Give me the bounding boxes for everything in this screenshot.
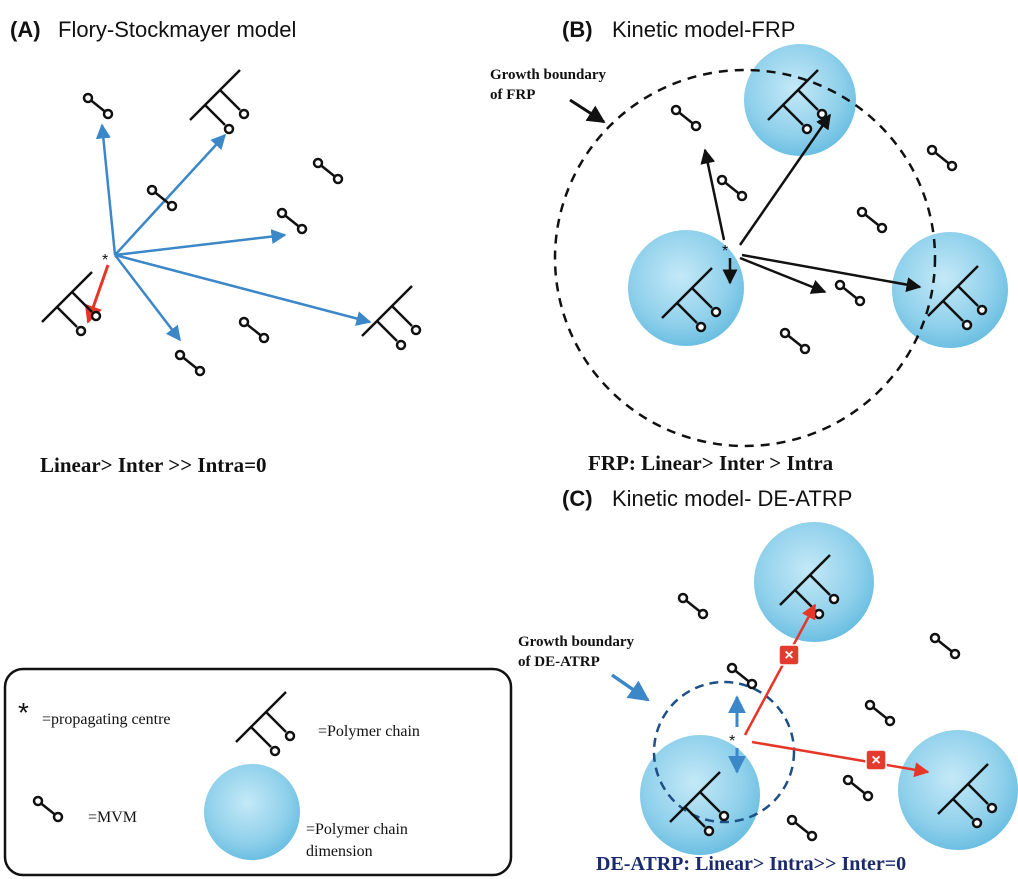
legend-polymer-chain-icon <box>235 691 296 757</box>
svg-text:×: × <box>784 647 793 664</box>
svg-text:×: × <box>871 752 880 769</box>
propagating-centre-star: * <box>102 252 108 269</box>
arrow-to-polymer-chain <box>738 113 832 246</box>
polymer-chain-dimension-sphere <box>744 44 856 156</box>
mvm-icon <box>146 184 178 212</box>
polymer-chain-dimension-sphere <box>898 730 1018 850</box>
mvm-icon <box>174 349 206 377</box>
polymer-chain-dimension-sphere <box>892 232 1008 348</box>
arrow-to-mvm <box>114 254 181 342</box>
mvm-icon <box>842 774 874 802</box>
panel-a-letter: (A) <box>10 17 41 42</box>
de-atrp-boundary-label-line2: of DE-ATRP <box>518 654 600 670</box>
panel-c-summary: DE-ATRP: Linear> Intra>> Inter=0 <box>596 853 906 875</box>
legend-mvm-label: =MVM <box>88 809 137 826</box>
panel-b: (B) Kinetic model-FRP Growth boundary of… <box>490 17 1008 475</box>
arrow-to-mvm <box>95 123 117 256</box>
polymer-chain-dimension-sphere <box>640 735 760 855</box>
mvm-icon <box>864 699 896 727</box>
polymer-chain-icon <box>937 763 998 829</box>
propagating-centre-star: * <box>729 733 735 750</box>
arrow-to-mvm <box>700 148 726 241</box>
polymer-chain-icon <box>779 554 840 620</box>
frp-boundary-label-line2: of FRP <box>490 87 535 103</box>
de-atrp-boundary-label-line1: Growth boundary <box>518 634 635 650</box>
legend-polymer-chain-label: =Polymer chain <box>318 723 420 740</box>
blocked-icon: × <box>865 749 887 771</box>
frp-growth-boundary <box>553 68 937 448</box>
mvm-icon <box>82 92 114 120</box>
panel-c-title: Kinetic model- DE-ATRP <box>612 486 852 511</box>
de-atrp-growth-boundary <box>652 680 796 824</box>
panel-a-arrows <box>95 123 372 342</box>
arrow-to-polymer-chain <box>741 253 922 292</box>
polymer-chain-icon <box>661 267 722 333</box>
propagating-centre-star: * <box>722 243 728 260</box>
panel-b-letter: (B) <box>562 17 593 42</box>
mvm-icon <box>312 157 344 185</box>
legend-dimension-sphere <box>204 764 300 860</box>
mvm-icon <box>834 279 866 307</box>
legend-box: * =propagating centre =Polymer chain =MV… <box>3 667 513 877</box>
arrow-to-polymer-chain <box>114 253 372 326</box>
panel-a-summary: Linear> Inter >> Intra=0 <box>40 453 267 477</box>
polymer-chain-dimension-sphere <box>754 522 874 642</box>
arrow-to-mvm <box>114 229 287 257</box>
polymer-chain-icon <box>927 265 988 331</box>
mvm-icon <box>926 144 958 172</box>
mvm-icon <box>670 104 702 132</box>
polymer-chain-icon <box>361 285 422 351</box>
panel-b-title: Kinetic model-FRP <box>612 17 795 42</box>
arrow-to-mvm <box>739 256 827 294</box>
mvm-icon <box>726 662 758 690</box>
blocked-icon: × <box>778 644 800 666</box>
arrow-to-polymer-chain <box>114 133 227 256</box>
panel-c-letter: (C) <box>562 486 593 511</box>
legend-dimension-label-line1: =Polymer chain <box>306 821 408 838</box>
boundary-pointer-arrow <box>569 98 606 124</box>
mvm-icon <box>786 814 818 842</box>
polymer-chain-icon <box>669 771 730 837</box>
boundary-pointer-arrow <box>611 673 650 702</box>
mvm-icon <box>238 316 270 344</box>
mvm-icon <box>856 206 888 234</box>
panel-b-summary: FRP: Linear> Inter > Intra <box>588 451 834 475</box>
polymer-chain-icon <box>41 271 102 337</box>
legend-dimension-label-line2: dimension <box>306 843 373 860</box>
mvm-icon <box>929 632 961 660</box>
polymer-chain-icon <box>189 69 250 135</box>
mvm-icon <box>779 327 811 355</box>
legend-star-symbol: * <box>18 697 29 728</box>
legend-mvm-icon <box>32 795 64 823</box>
blocked-inter-arrow <box>743 603 817 736</box>
mvm-icon <box>716 174 748 202</box>
panel-a-title: Flory-Stockmayer model <box>58 17 296 42</box>
blocked-inter-arrow <box>751 740 930 778</box>
panel-a: (A) Flory-Stockmayer model * <box>10 17 422 477</box>
mvm-icon <box>677 592 709 620</box>
panel-c: (C) Kinetic model- DE-ATRP Growth bounda… <box>518 486 1018 875</box>
frp-boundary-label-line1: Growth boundary <box>490 67 607 83</box>
mvm-icon <box>276 207 308 235</box>
legend-propagating-centre-label: =propagating centre <box>42 711 171 728</box>
